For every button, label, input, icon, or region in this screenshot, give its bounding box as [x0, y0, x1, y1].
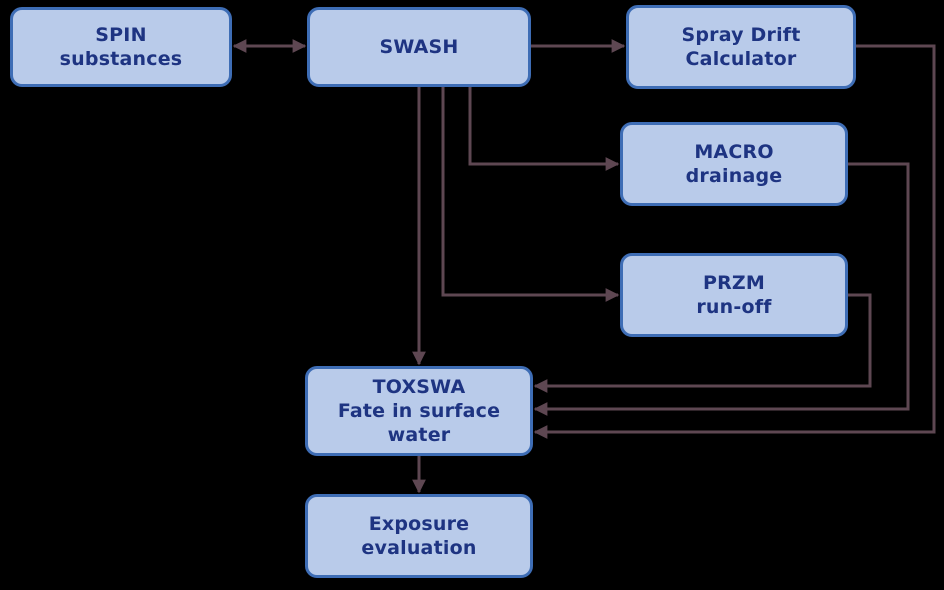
node-spin-substances: SPIN substances	[10, 7, 232, 87]
arrow-swash-to-macro	[468, 87, 620, 171]
node-swash: SWASH	[307, 7, 531, 87]
arrow-spray-drift-to-toxswa	[533, 44, 936, 439]
arrow-przm-to-toxswa	[533, 293, 872, 393]
node-przm-run-off: PRZM run-off	[620, 253, 848, 337]
node-spin-substances-label: SPIN substances	[59, 24, 183, 70]
node-macro-drainage-label: MACRO drainage	[685, 141, 783, 187]
node-spray-drift-calculator-label: Spray Drift Calculator	[681, 24, 801, 70]
node-exposure-evaluation: Exposure evaluation	[305, 494, 533, 578]
node-przm-run-off-label: PRZM run-off	[696, 272, 772, 318]
node-swash-label: SWASH	[379, 36, 459, 58]
arrow-macro-to-toxswa	[533, 162, 910, 416]
node-exposure-evaluation-label: Exposure evaluation	[361, 513, 477, 559]
node-toxswa-fate-in-surface-water: TOXSWA Fate in surface water	[305, 366, 533, 456]
arrow-swash-to-przm	[441, 87, 620, 302]
node-spray-drift-calculator: Spray Drift Calculator	[626, 5, 856, 89]
node-toxswa-label: TOXSWA Fate in surface water	[337, 376, 501, 446]
node-macro-drainage: MACRO drainage	[620, 122, 848, 206]
